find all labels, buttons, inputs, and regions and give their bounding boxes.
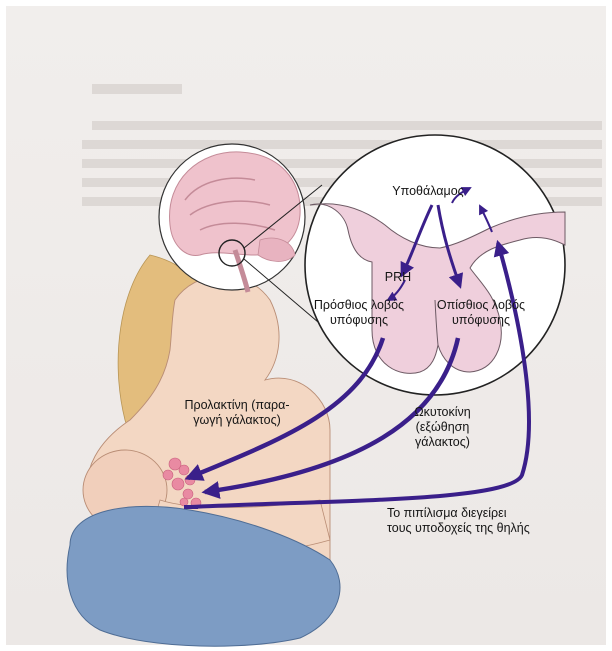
prolactin-line1: Προλακτίνη (παρα-	[162, 398, 312, 413]
posterior-pituitary-line2: υπόφυσης	[425, 313, 537, 328]
suckling-line2: τους υποδοχείς της θηλής	[387, 521, 577, 536]
oxytocin-label: Ωκυτοκίνη (εξώθηση γάλακτος)	[395, 405, 490, 450]
prolactin-label: Προλακτίνη (παρα- γωγή γάλακτος)	[162, 398, 312, 428]
anterior-pituitary-line2: υπόφυσης	[303, 313, 415, 328]
oxytocin-line3: γάλακτος)	[395, 435, 490, 450]
hypothalamus-label: Υποθάλαμος	[378, 184, 478, 199]
prh-label: PRH	[378, 270, 418, 285]
anterior-pituitary-label: Πρόσθιος λοβός υπόφυσης	[303, 298, 415, 328]
oxytocin-line1: Ωκυτοκίνη	[395, 405, 490, 420]
posterior-pituitary-label: Οπίσθιος λοβός υπόφυσης	[425, 298, 537, 328]
prolactin-line2: γωγή γάλακτος)	[162, 413, 312, 428]
suckling-label: Το πιπίλισμα διεγείρει τους υποδοχείς τη…	[387, 506, 577, 536]
posterior-pituitary-line1: Οπίσθιος λοβός	[425, 298, 537, 313]
suckling-line1: Το πιπίλισμα διεγείρει	[387, 506, 577, 521]
oxytocin-line2: (εξώθηση	[395, 420, 490, 435]
anterior-pituitary-line1: Πρόσθιος λοβός	[303, 298, 415, 313]
